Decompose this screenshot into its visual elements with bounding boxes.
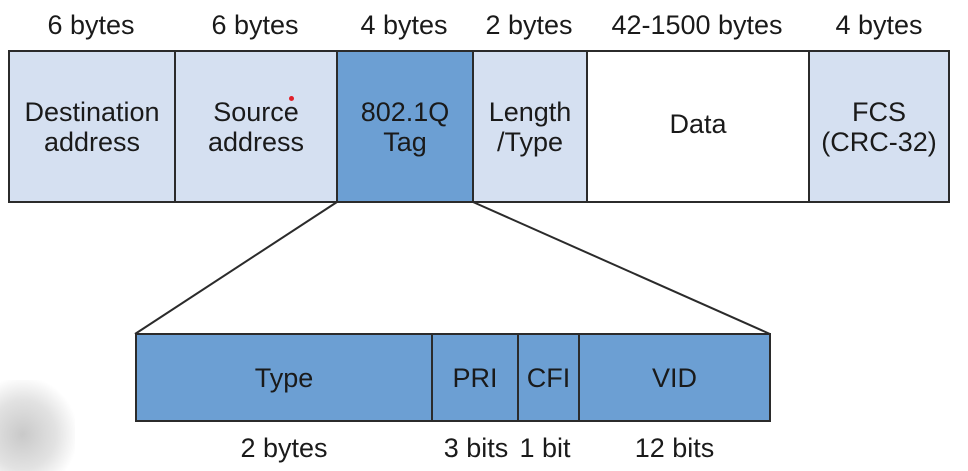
- field-data-label: Data: [669, 108, 727, 139]
- tag-vid-label: VID: [651, 362, 697, 393]
- expansion-line-right: [472, 201, 771, 335]
- size-destination: 6 bytes: [47, 10, 135, 40]
- size-tag: 4 bytes: [360, 10, 448, 40]
- tag-type-label: Type: [254, 362, 314, 393]
- tag-field-vid: VID: [578, 333, 771, 422]
- tag-field-cfi: CFI: [517, 333, 580, 422]
- field-destination-address: Destination address: [8, 50, 176, 203]
- tag-size-pri: 3 bits: [443, 433, 509, 463]
- size-data: 42-1500 bytes: [611, 10, 783, 40]
- size-fcs: 4 bytes: [835, 10, 923, 40]
- field-length-type: Length /Type: [472, 50, 588, 203]
- tag-pri-label: PRI: [452, 362, 498, 393]
- tag-size-type: 2 bytes: [240, 433, 328, 463]
- field-8021q-tag: 802.1Q Tag: [336, 50, 474, 203]
- tag-field-pri: PRI: [431, 333, 519, 422]
- field-fcs-label: FCS (CRC-32): [821, 96, 937, 157]
- background-smudge: [0, 380, 75, 471]
- tag-size-vid: 12 bits: [634, 433, 715, 463]
- tag-field-type: Type: [135, 333, 433, 422]
- cursor-dot: [289, 96, 294, 101]
- field-source-label: Source address: [207, 96, 305, 157]
- tag-cfi-label: CFI: [526, 362, 571, 393]
- field-data: Data: [586, 50, 810, 203]
- size-source: 6 bytes: [211, 10, 299, 40]
- field-fcs: FCS (CRC-32): [808, 50, 950, 203]
- tag-size-cfi: 1 bit: [519, 433, 571, 463]
- field-tag-label: 802.1Q Tag: [360, 96, 450, 157]
- field-source-address: Source address: [174, 50, 338, 203]
- size-length-type: 2 bytes: [485, 10, 573, 40]
- field-length-type-label: Length /Type: [488, 96, 572, 157]
- field-destination-label: Destination address: [24, 96, 160, 157]
- expansion-line-left: [134, 201, 338, 335]
